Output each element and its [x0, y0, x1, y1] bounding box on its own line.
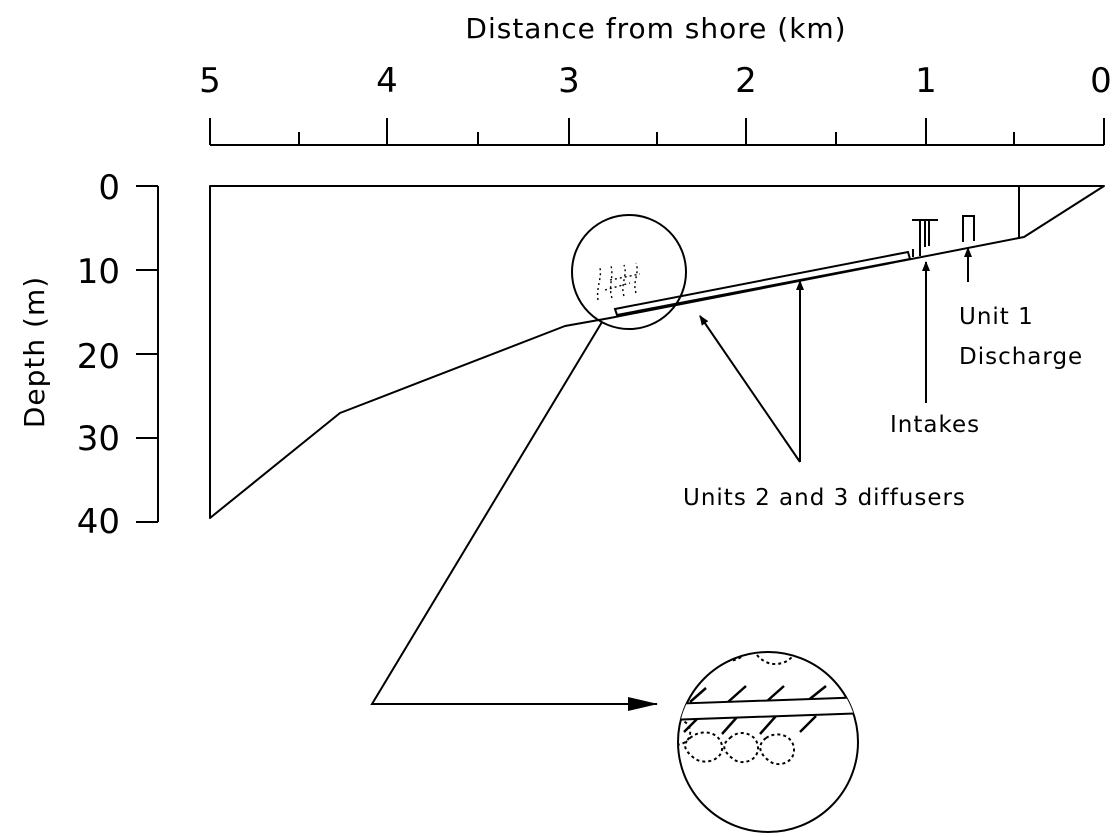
discharge-label: Discharge [959, 344, 1083, 370]
x-tick-label-5: 5 [199, 61, 221, 101]
y-axis [136, 185, 159, 523]
zoom-detail-circle [677, 651, 859, 833]
y-tick-label-30: 30 [77, 419, 120, 459]
x-axis-title: Distance from shore (km) [465, 12, 846, 45]
y-axis-tick-labels: 0 10 20 30 40 [77, 168, 120, 542]
zoom-source-circle [571, 214, 687, 330]
y-tick-label-10: 10 [77, 252, 120, 292]
y-axis-title: Depth (m) [18, 276, 51, 428]
intake-structures [912, 219, 938, 257]
y-tick-label-20: 20 [77, 337, 120, 377]
seafloor-cross-section [209, 185, 1105, 519]
enlarged-diffuser-detail [678, 652, 858, 766]
x-axis [209, 118, 1105, 146]
x-axis-tick-labels: 5 4 3 2 1 0 [199, 61, 1112, 101]
zoom-leader-line [370, 321, 658, 711]
x-tick-label-1: 1 [915, 61, 937, 101]
unit1-label: Unit 1 [959, 304, 1034, 330]
x-tick-label-0: 0 [1090, 61, 1112, 101]
annotation-arrows [699, 247, 972, 463]
y-tick-label-40: 40 [77, 502, 120, 542]
diffuser-pipe [613, 250, 912, 317]
x-tick-label-2: 2 [735, 61, 757, 101]
y-tick-label-0: 0 [98, 168, 120, 208]
intakes-label: Intakes [890, 412, 980, 438]
diffusers-label: Units 2 and 3 diffusers [683, 485, 966, 511]
plume-marks-small [596, 262, 641, 301]
x-tick-label-4: 4 [376, 61, 398, 101]
x-tick-label-3: 3 [558, 61, 580, 101]
unit1-discharge-structure [962, 215, 975, 242]
